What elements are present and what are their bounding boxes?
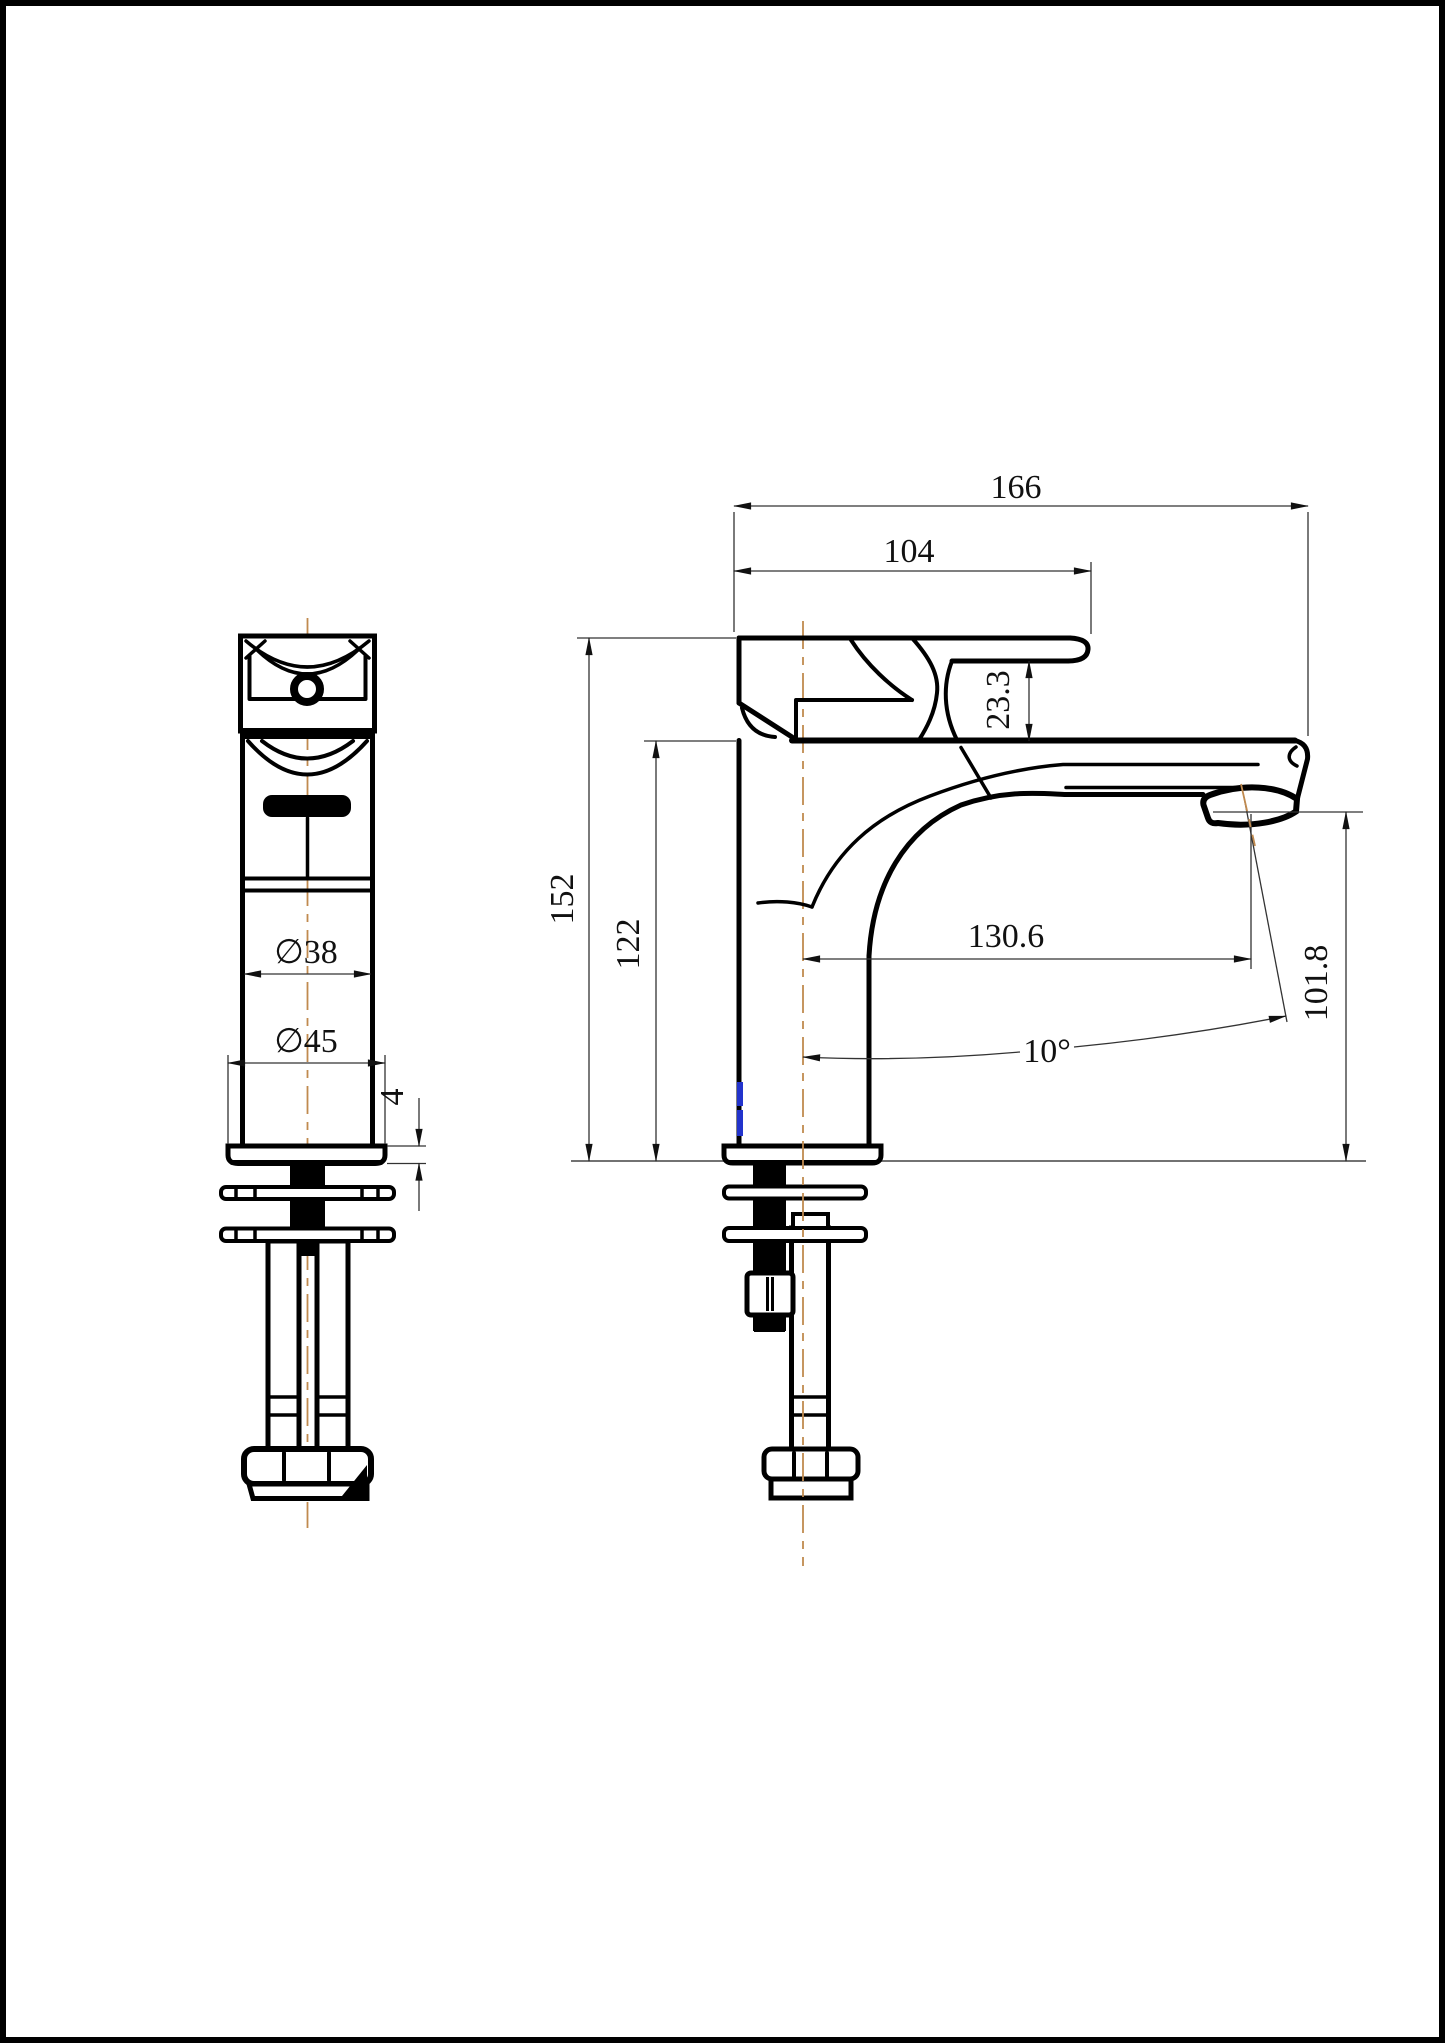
side-view: 166 104 23.3 152 122 130.6 101.8 10°: [544, 469, 1366, 1566]
dim-handle-underside-height: 23.3: [980, 670, 1017, 730]
hex-fitting-facets: [792, 1451, 829, 1478]
handle-lever-end: [1065, 635, 1091, 664]
faucet-technical-drawing: ∅38 ∅45 4: [219, 469, 1366, 1566]
indicator-dot-ring: [290, 672, 324, 706]
aerator-tip: [1200, 784, 1301, 828]
washer-2-side: [722, 1226, 868, 1243]
dim-overall-length: 166: [991, 469, 1042, 506]
spout-seam-line: [959, 745, 993, 800]
dim-body-diameter: ∅38: [274, 934, 338, 971]
ext-lines-base-diameter: [227, 1055, 386, 1144]
spout-heel-line: [756, 899, 814, 909]
cap-heel-arc: [740, 706, 777, 739]
ext-lines-overall-length: [733, 512, 1309, 736]
body-joint-lines: [240, 876, 375, 893]
dim-base-diameter: ∅45: [274, 1023, 338, 1060]
dim-overall-height: 152: [544, 874, 581, 925]
dim-spout-reach: 130.6: [968, 918, 1045, 955]
cap-joint-band: [240, 728, 375, 739]
aerator-axis-centerline: [1240, 783, 1256, 847]
blue-mark-upper: [737, 1082, 743, 1106]
pipe-joint-lines-side: [789, 1395, 831, 1417]
aerator-band: [263, 795, 351, 817]
spout-dome-arc-inner: [260, 739, 355, 761]
front-view: ∅38 ∅45 4: [219, 618, 426, 1528]
mounting-washer-1: [219, 1185, 396, 1201]
spout-end-face: [1292, 738, 1311, 803]
hose-hex-nut: [241, 1446, 374, 1487]
hex-nut-base: [245, 1481, 370, 1501]
dim-outlet-angle: 10°: [1023, 1033, 1071, 1070]
outlet-angle-reference-line: [1243, 796, 1288, 1023]
mounting-washer-2: [219, 1226, 396, 1243]
neck-curve-right: [943, 659, 959, 742]
cartridge-arc: [849, 638, 914, 702]
supply-pipe-right: [314, 1238, 351, 1453]
hex-nut-facets: [282, 1451, 331, 1482]
dim-handle-length: 104: [884, 533, 935, 570]
spout-inner-sweep: [810, 762, 1260, 909]
dim-body-height: 122: [610, 919, 647, 970]
neck-curve-mid: [910, 636, 940, 742]
stud-tip: [754, 1315, 785, 1332]
body-side-edges: [240, 736, 375, 1149]
cap-bevel: [736, 700, 795, 740]
ext-lines-plate-thickness: [387, 1145, 426, 1165]
angle-leader-right: [1073, 1015, 1287, 1048]
stud-nut-facets: [766, 1277, 774, 1311]
hose-hex-fitting: [761, 1446, 861, 1482]
front-dimensions: ∅38 ∅45 4: [227, 934, 426, 1211]
spout-underside-sweep: [866, 790, 1206, 959]
hex-nut-wedge: [342, 1465, 367, 1496]
pipe-joint-lines: [266, 1395, 350, 1417]
cartridge-frame: [794, 698, 914, 739]
spout-tip-notch: [1287, 745, 1299, 768]
side-dimensions: 166 104 23.3 152 122 130.6 101.8 10°: [544, 469, 1363, 1162]
blue-mark-lower: [737, 1110, 743, 1136]
spout-dome-arc-outer: [246, 739, 369, 777]
dim-outlet-height: 101.8: [1298, 945, 1335, 1022]
supply-pipe-left: [265, 1238, 302, 1453]
dim-plate-thickness: 4: [374, 1089, 411, 1106]
side-outline: [736, 635, 1311, 1149]
angle-leader-left: [802, 1051, 1021, 1062]
stud-nut: [744, 1270, 796, 1318]
washer-1-side: [722, 1184, 868, 1201]
hex-fitting-base: [768, 1476, 854, 1501]
